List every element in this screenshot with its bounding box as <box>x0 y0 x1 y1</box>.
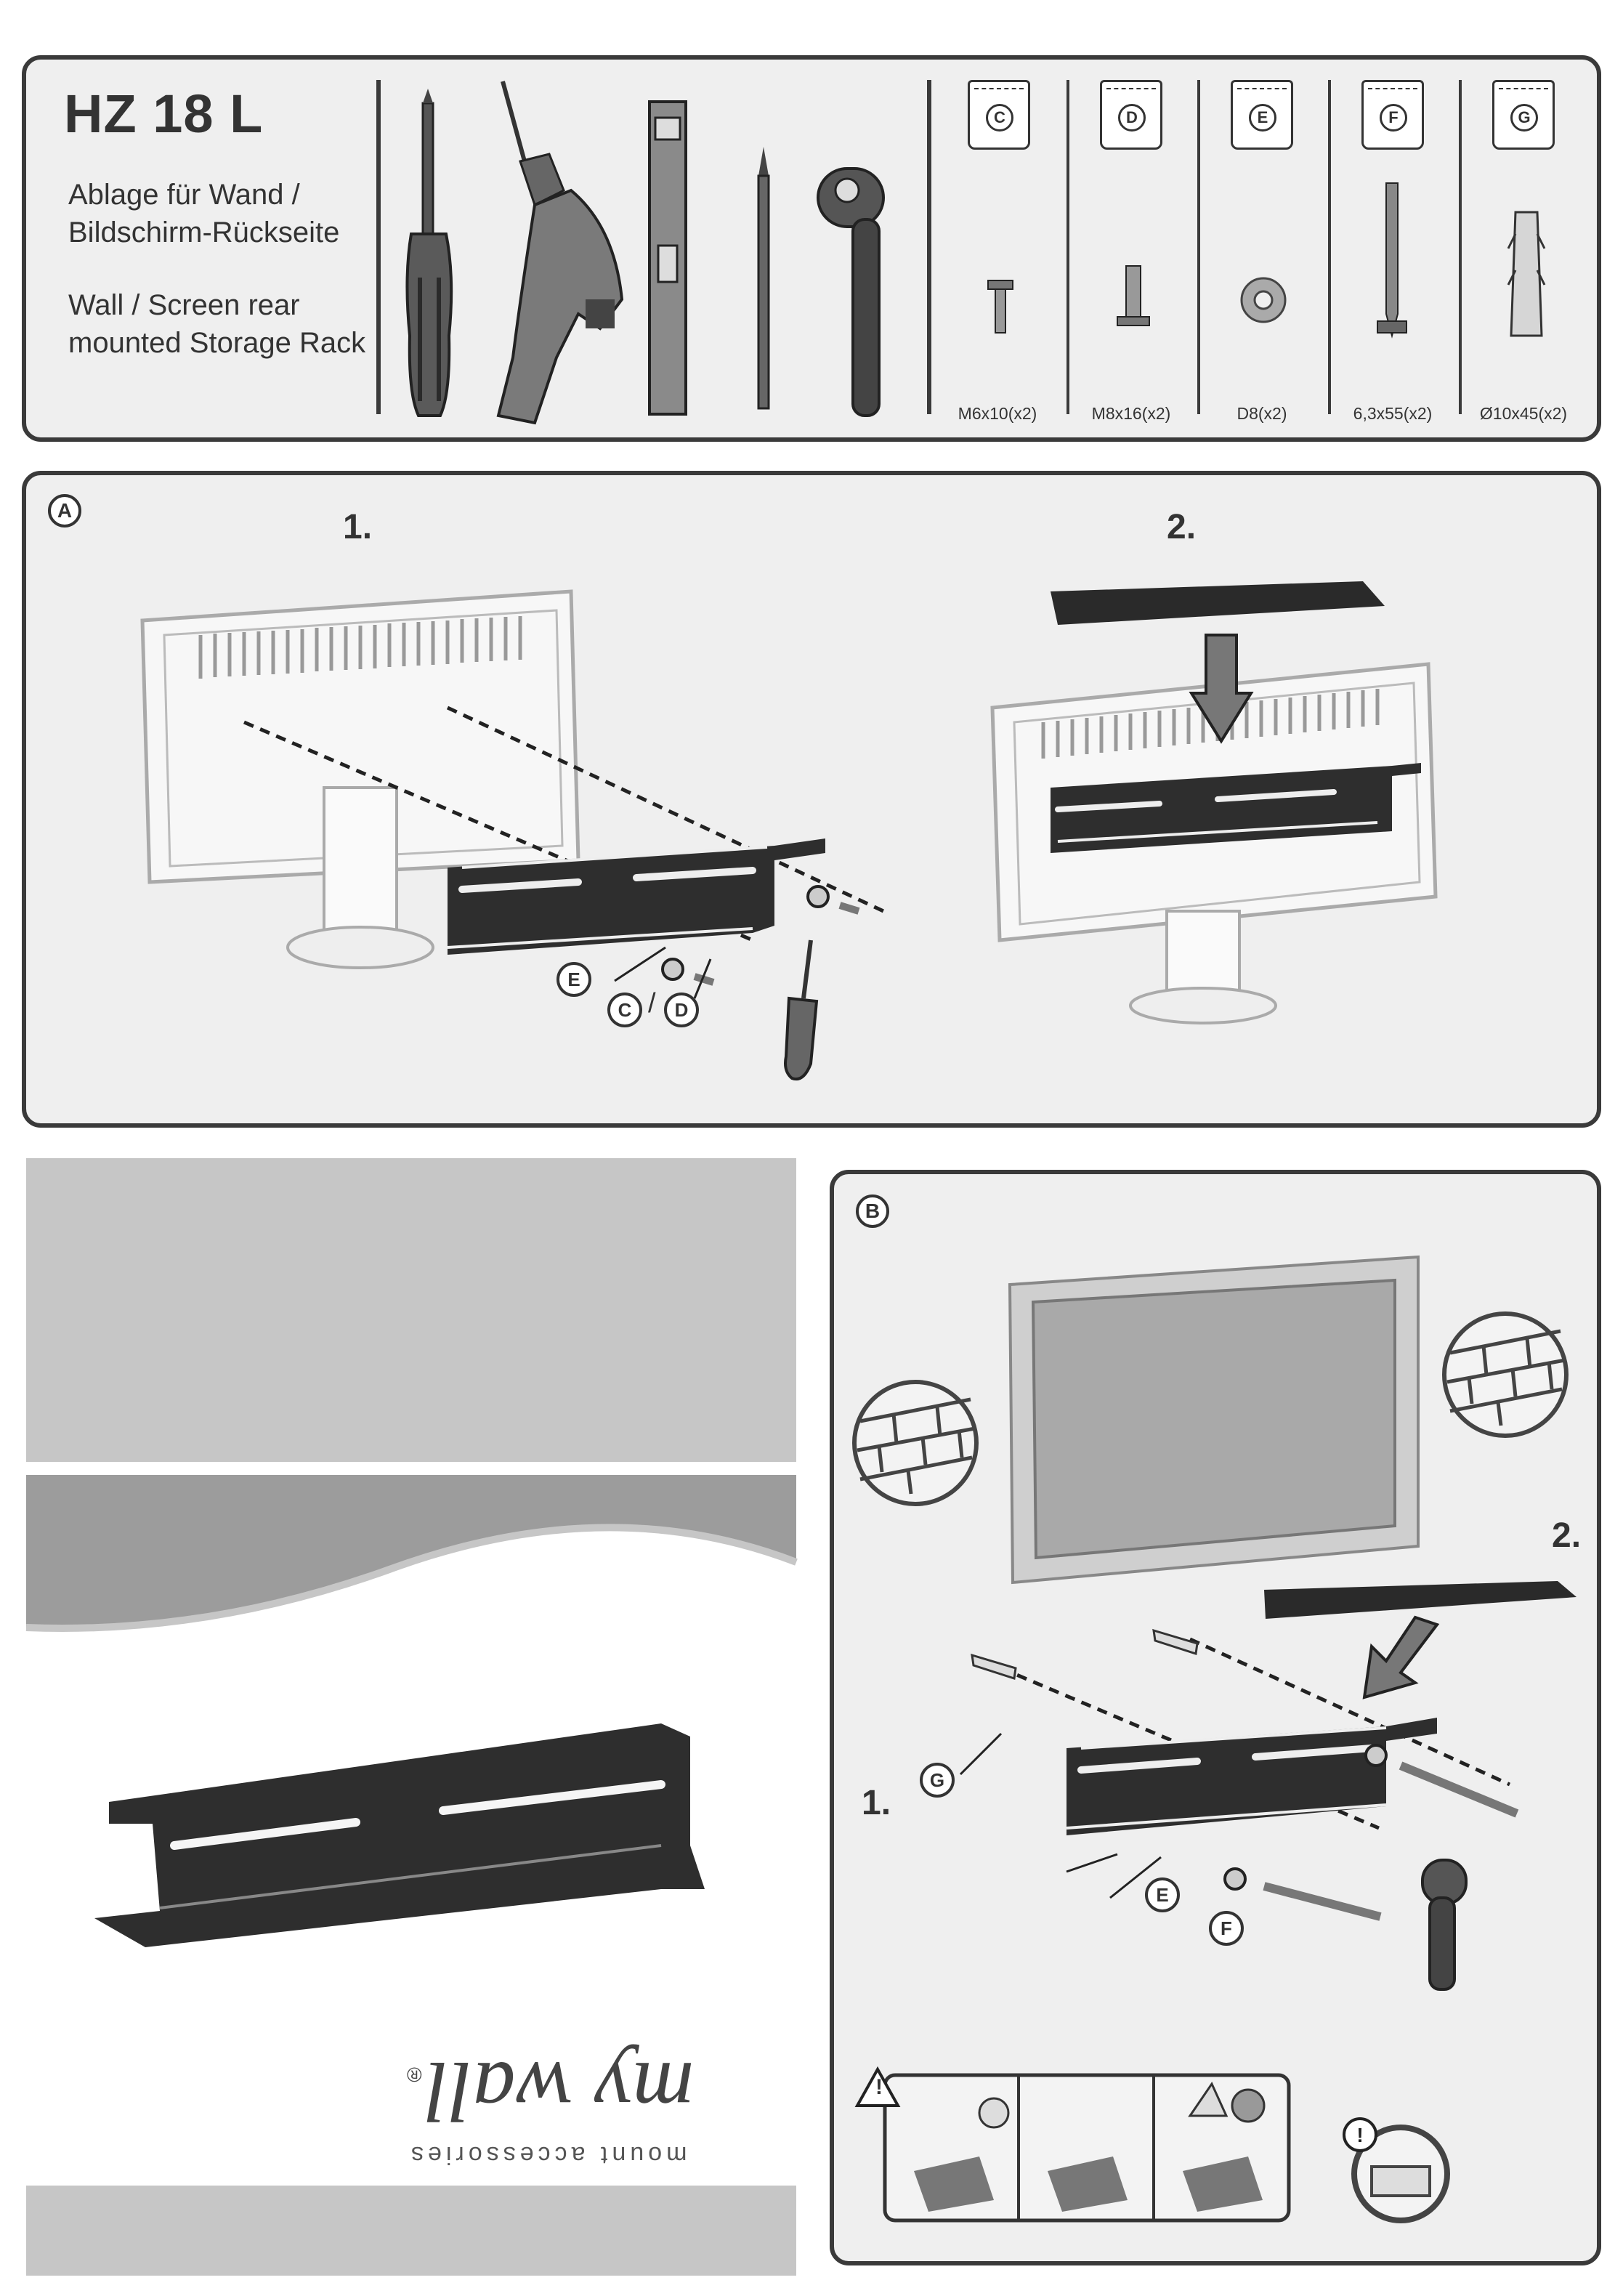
section-a-marker: A <box>48 494 81 527</box>
hardware-bag-e-id: E <box>1249 104 1276 132</box>
description-de: Ablage für Wand / Bildschirm-Rückseite <box>68 176 339 251</box>
hardware-bag-d-id: D <box>1118 104 1146 132</box>
socket-wrench-icon <box>1408 1857 1481 1995</box>
callout-g: G <box>920 1763 955 1798</box>
hardware-label-d: M8x16(x2) <box>1069 404 1193 424</box>
hardware-bag-f: F <box>1361 80 1424 150</box>
header-panel: HZ 18 L Ablage für Wand / Bildschirm-Rüc… <box>22 55 1601 442</box>
divider-tools <box>376 80 381 414</box>
level-check-icon: ! <box>1343 2116 1452 2225</box>
section-b-step1: 1. <box>862 1783 891 1823</box>
divider-hw-4 <box>1459 80 1462 414</box>
svg-text:!: ! <box>1356 2124 1363 2146</box>
callout-c: C <box>607 993 642 1027</box>
hardware-bag-c: C <box>968 80 1030 150</box>
brand-tagline: mount accessories <box>407 2141 694 2169</box>
wall-plug-icon <box>1501 205 1552 350</box>
callout-slash: / <box>648 988 656 1019</box>
spirit-level-icon <box>648 100 689 420</box>
cover-top-block <box>26 1158 796 1462</box>
model-title: HZ 18 L <box>64 83 263 145</box>
hardware-bag-g-id: G <box>1510 104 1538 132</box>
section-a-panel: A 1. 2. <box>22 471 1601 1128</box>
wood-screw-icon <box>1370 183 1414 350</box>
socket-wrench-icon <box>811 161 905 423</box>
hardware-bag-d: D <box>1100 80 1162 150</box>
hardware-label-c: M6x10(x2) <box>936 404 1059 424</box>
callout-f: F <box>1209 1911 1244 1946</box>
cover-wave-band <box>26 1475 796 1628</box>
cover-bottom-block <box>26 2186 796 2276</box>
tv-front-illustration <box>1007 1256 1421 1590</box>
screwdriver-icon <box>389 89 469 430</box>
machine-screw-m8-icon <box>1113 263 1154 336</box>
hardware-bag-g: G <box>1492 80 1555 150</box>
insert-arrow-icon <box>1189 635 1254 744</box>
pencil-icon <box>753 147 774 416</box>
brand-logo: mount accessories my wall ® <box>407 2042 694 2169</box>
callout-e: E <box>1145 1877 1180 1912</box>
screwdriver-icon <box>760 940 825 1086</box>
hardware-bag-e: E <box>1231 80 1293 150</box>
divider-hardware <box>927 80 931 414</box>
brand-logo-text: my wall <box>425 2044 694 2139</box>
section-a-step2: 2. <box>1167 507 1196 547</box>
hardware-bag-f-id: F <box>1380 104 1407 132</box>
callout-e: E <box>556 962 591 997</box>
hardware-label-f: 6,3x55(x2) <box>1331 404 1454 424</box>
machine-screw-m6-icon <box>982 278 1019 343</box>
drill-icon <box>477 81 636 430</box>
storage-rack-product-image <box>80 1715 705 1962</box>
warning-mark: ! <box>872 2075 886 2100</box>
section-a-step1: 1. <box>343 507 372 547</box>
callout-lines-b <box>943 1712 1175 1930</box>
drilling-warning-strip <box>856 2069 1292 2223</box>
washer-icon <box>1238 275 1289 326</box>
wood-screw-assembly <box>1212 1726 1546 1915</box>
brick-wall-icon <box>850 1378 981 1508</box>
divider-hw-3 <box>1328 80 1331 414</box>
hardware-label-e: D8(x2) <box>1200 404 1324 424</box>
shelf-insert-illustration <box>1043 577 1392 635</box>
callout-d: D <box>664 993 699 1027</box>
hardware-bag-c-id: C <box>986 104 1013 132</box>
brick-wall-icon <box>1440 1309 1571 1440</box>
hardware-label-g: Ø10x45(x2) <box>1462 404 1585 424</box>
description-en: Wall / Screen rear mounted Storage Rack <box>68 286 365 362</box>
section-b-marker: B <box>856 1195 889 1228</box>
divider-hw-2 <box>1197 80 1200 414</box>
section-b-step2: 2. <box>1552 1516 1581 1556</box>
divider-hw-1 <box>1067 80 1069 414</box>
section-b-panel: B 2. 1. <box>830 1170 1601 2265</box>
brand-registered: ® <box>407 2063 422 2085</box>
